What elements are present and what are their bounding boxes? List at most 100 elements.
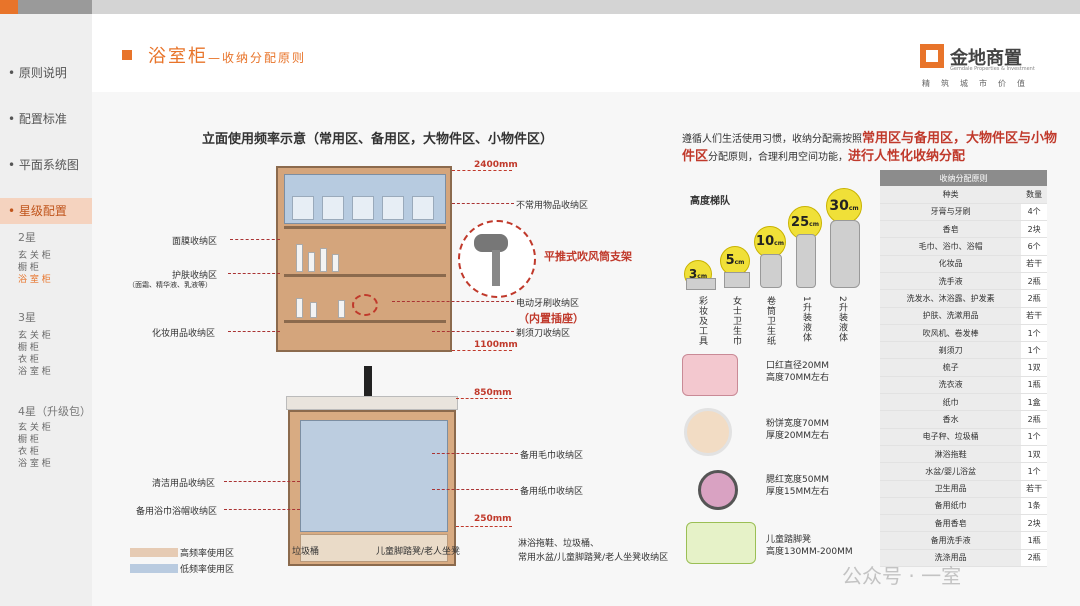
ladder-label: 1升装液体 bbox=[801, 296, 811, 343]
group-2star-heading: 2星 bbox=[18, 231, 36, 244]
dim-850: 850mm bbox=[474, 388, 512, 398]
group-3star-item[interactable]: 橱 柜 bbox=[18, 343, 39, 353]
page-title: 浴室柜—收纳分配原则 bbox=[148, 42, 306, 68]
table-cell-type: 牙膏与牙刷 bbox=[880, 203, 1022, 222]
callout-bottom-zone-2: 常用水盆/儿童脚踏凳/老人坐凳收纳区 bbox=[518, 553, 669, 563]
callout-toothbrush: 电动牙刷收纳区 bbox=[516, 299, 580, 309]
table-cell-type: 剃须刀 bbox=[880, 341, 1022, 360]
table-cell-type: 备用纸巾 bbox=[880, 497, 1022, 516]
leader-line bbox=[230, 239, 280, 240]
nav-item-standards[interactable]: • 配置标准 bbox=[8, 112, 67, 126]
table-cell-type: 水盆/婴儿浴盆 bbox=[880, 462, 1022, 481]
brand-logo: 金地商置 Gemdale Properties & Investment 精筑城… bbox=[920, 44, 1060, 100]
group-2star-item[interactable]: 橱 柜 bbox=[18, 263, 39, 273]
table-header-qty: 数量 bbox=[1021, 186, 1047, 204]
table-cell-qty: 1条 bbox=[1021, 497, 1047, 516]
group-3star-item[interactable]: 玄 关 柜 bbox=[18, 331, 51, 341]
group-4star-item[interactable]: 玄 关 柜 bbox=[18, 423, 51, 433]
table-cell-type: 卫生用品 bbox=[880, 480, 1022, 498]
group-2star-item-active[interactable]: 浴 室 柜 bbox=[18, 275, 51, 285]
toilet-roll-icon bbox=[760, 254, 782, 288]
nav-item-star-config[interactable]: • 星级配置 bbox=[0, 198, 92, 224]
bottle bbox=[338, 300, 345, 318]
shelf bbox=[284, 226, 446, 229]
bottle bbox=[310, 302, 317, 318]
group-3star-item[interactable]: 衣 柜 bbox=[18, 355, 39, 365]
leader-line bbox=[452, 203, 514, 204]
table-cell-type: 香皂 bbox=[880, 220, 1022, 239]
title-main: 浴室柜 bbox=[148, 46, 208, 67]
bottle bbox=[320, 248, 327, 272]
badge-num: 30 bbox=[829, 198, 849, 214]
callout-shaver: 剃须刀收纳区 bbox=[516, 329, 571, 339]
table-cell-type: 洗衣液 bbox=[880, 376, 1022, 395]
sanitary-pad-icon bbox=[724, 272, 750, 288]
legend-low-label: 低频率使用区 bbox=[180, 565, 235, 575]
leader-line bbox=[224, 481, 300, 482]
badge-unit: cm bbox=[809, 221, 819, 228]
group-3star-heading: 3星 bbox=[18, 311, 36, 324]
upper-cabinet-illustration bbox=[276, 166, 452, 352]
sample-stool-text: 儿童踏脚凳 高度130MM-200MM bbox=[766, 535, 853, 557]
group-3star-item[interactable]: 浴 室 柜 bbox=[18, 367, 51, 377]
table-cell-type: 化妆品 bbox=[880, 255, 1022, 273]
intro-text-2: 分配原则，合理利用空间功能， bbox=[708, 152, 849, 163]
nav-item-plan-system[interactable]: • 平面系统图 bbox=[8, 158, 79, 172]
powder-compact-image bbox=[684, 408, 732, 456]
title-sub: —收纳分配原则 bbox=[208, 51, 307, 65]
ladder-label: 2升装液体 bbox=[837, 296, 847, 343]
table-cell-type: 电子秤、垃圾桶 bbox=[880, 428, 1022, 446]
intro-highlight-2: 进行人性化收纳分配 bbox=[848, 149, 966, 164]
group-2star-item[interactable]: 玄 关 柜 bbox=[18, 251, 51, 261]
logo-name: 金地商置 bbox=[950, 48, 1022, 69]
table-cell-type: 备用洗手液 bbox=[880, 531, 1022, 550]
nav-label: 星级配置 bbox=[18, 204, 67, 218]
high-frequency-zone-lower bbox=[300, 534, 448, 562]
elevation-heading: 立面使用频率示意（常用区、备用区，大物件区、小物件区） bbox=[202, 132, 554, 147]
group-4star-heading: 4星（升级包） bbox=[18, 405, 91, 418]
table-cell-qty: 1盒 bbox=[1021, 393, 1047, 412]
table-cell-qty: 若干 bbox=[1021, 255, 1047, 273]
group-4star-item[interactable]: 橱 柜 bbox=[18, 435, 39, 445]
callout-spare-bath-towel: 备用浴巾浴帽收纳区 bbox=[136, 507, 218, 517]
hair-dryer-handle bbox=[492, 250, 500, 286]
nav-item-principles[interactable]: • 原则说明 bbox=[8, 66, 67, 80]
top-bar bbox=[0, 0, 1080, 14]
dim-line-2400 bbox=[452, 170, 512, 171]
badge-num: 3 bbox=[688, 267, 698, 281]
dim-250: 250mm bbox=[474, 514, 512, 524]
badge-num: 10 bbox=[756, 234, 775, 249]
table-cell-qty: 1个 bbox=[1021, 428, 1047, 446]
group-4star-item[interactable]: 浴 室 柜 bbox=[18, 459, 51, 469]
top-bar-light bbox=[92, 0, 1080, 14]
table-cell-type: 吹风机、卷发棒 bbox=[880, 324, 1022, 343]
intro-text-1: 遵循人们生活使用习惯，收纳分配需按照 bbox=[682, 134, 862, 145]
height-ladder-title: 高度梯队 bbox=[690, 196, 730, 207]
table-cell-qty: 1双 bbox=[1021, 445, 1047, 464]
table-cell-type: 洗发水、沐浴露、护发素 bbox=[880, 289, 1022, 308]
callout-spare-towel: 备用毛巾收纳区 bbox=[520, 451, 584, 461]
legend-high-swatch bbox=[130, 548, 178, 557]
bottle-1l-icon bbox=[796, 234, 816, 288]
table-cell-qty: 若干 bbox=[1021, 480, 1047, 498]
table-row: 化妆品若干 bbox=[880, 255, 1047, 273]
table-cell-type: 香水 bbox=[880, 410, 1022, 429]
shelf bbox=[284, 320, 446, 323]
badge-unit: cm bbox=[697, 273, 708, 280]
callout-bottom-zone: 淋浴拖鞋、垃圾桶、 bbox=[518, 539, 600, 549]
sample-blush-text: 腮红宽度50MM 厚度15MM左右 bbox=[766, 475, 829, 497]
lower-cabinet-illustration bbox=[288, 410, 456, 566]
socket-highlight-icon bbox=[352, 294, 378, 316]
table-cell-type: 备用香皂 bbox=[880, 514, 1022, 533]
group-4star-item[interactable]: 衣 柜 bbox=[18, 447, 39, 457]
